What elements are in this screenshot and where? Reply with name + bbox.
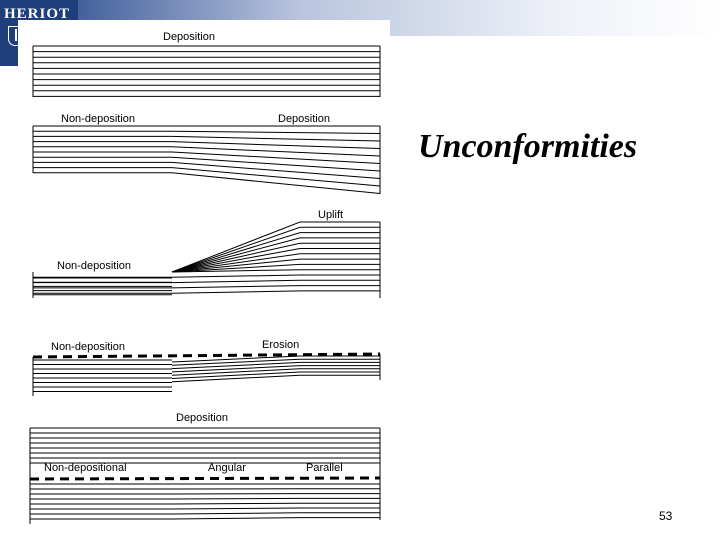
- panel2-stratum: [33, 135, 381, 142]
- panel4-erosion-label: Erosion: [262, 339, 299, 351]
- panel3-uplift-label: Uplift: [318, 209, 343, 221]
- panel3-stratum: [171, 242, 380, 273]
- panel5-deposition-label: Deposition: [176, 412, 228, 424]
- panel4-stratum: [171, 374, 380, 383]
- panel2-deposition-label: Deposition: [278, 113, 330, 125]
- panel2-stratum: [33, 141, 381, 149]
- panel2-nondeposition-label: Non-deposition: [61, 113, 135, 125]
- panel4-stratum: [171, 365, 380, 373]
- panel4-stratum: [171, 358, 380, 366]
- panel1-deposition-label: Deposition: [163, 31, 215, 43]
- panel5-lower-stratum: [30, 512, 380, 515]
- panel5-nondepositional-label: Non-depositional: [44, 462, 127, 474]
- panel2-stratum: [33, 146, 381, 157]
- panel3-stratum: [171, 258, 380, 273]
- panel3-stratum: [33, 274, 380, 278]
- panel5-angular-label: Angular: [208, 462, 246, 474]
- panel3-stratum: [171, 221, 380, 273]
- panel3-nondeposition-label: Non-deposition: [57, 260, 131, 272]
- panel4-erosion-surface: [32, 352, 381, 359]
- panel4-stratum: [171, 368, 380, 376]
- strata-lines: [29, 45, 381, 524]
- panel5-lower-stratum: [30, 517, 380, 520]
- panel2-stratum: [33, 161, 381, 179]
- panel2-stratum: [33, 130, 381, 134]
- panel3-stratum: [33, 285, 380, 289]
- panel5-unconformity-surface: [29, 476, 381, 481]
- panel3-stratum: [33, 290, 380, 294]
- panel2-stratum: [33, 151, 381, 164]
- panel5-parallel-label: Parallel: [306, 462, 343, 474]
- logo-text: HERIOT: [4, 6, 71, 22]
- panel3-stratum: [171, 226, 380, 273]
- panel4-nondeposition-label: Non-deposition: [51, 341, 125, 353]
- slide-title: Unconformities: [418, 128, 638, 165]
- panel2-stratum: [33, 156, 381, 172]
- panel3-stratum: [171, 232, 380, 273]
- panel3-stratum: [171, 263, 380, 273]
- panel4-stratum: [171, 355, 380, 363]
- panel5-lower-stratum: [30, 502, 380, 505]
- page-number: 53: [659, 509, 673, 523]
- panel5-lower-stratum: [30, 507, 380, 510]
- panel3-stratum: [171, 269, 380, 273]
- panel2-stratum: [33, 172, 381, 194]
- panel4-stratum: [171, 361, 380, 370]
- panel3-stratum: [171, 248, 380, 273]
- panel2-stratum: [33, 167, 381, 187]
- panel3-stratum: [171, 237, 380, 273]
- panel4-stratum: [171, 371, 380, 379]
- panel5-lower-stratum: [30, 497, 380, 500]
- panel3-stratum: [171, 253, 380, 273]
